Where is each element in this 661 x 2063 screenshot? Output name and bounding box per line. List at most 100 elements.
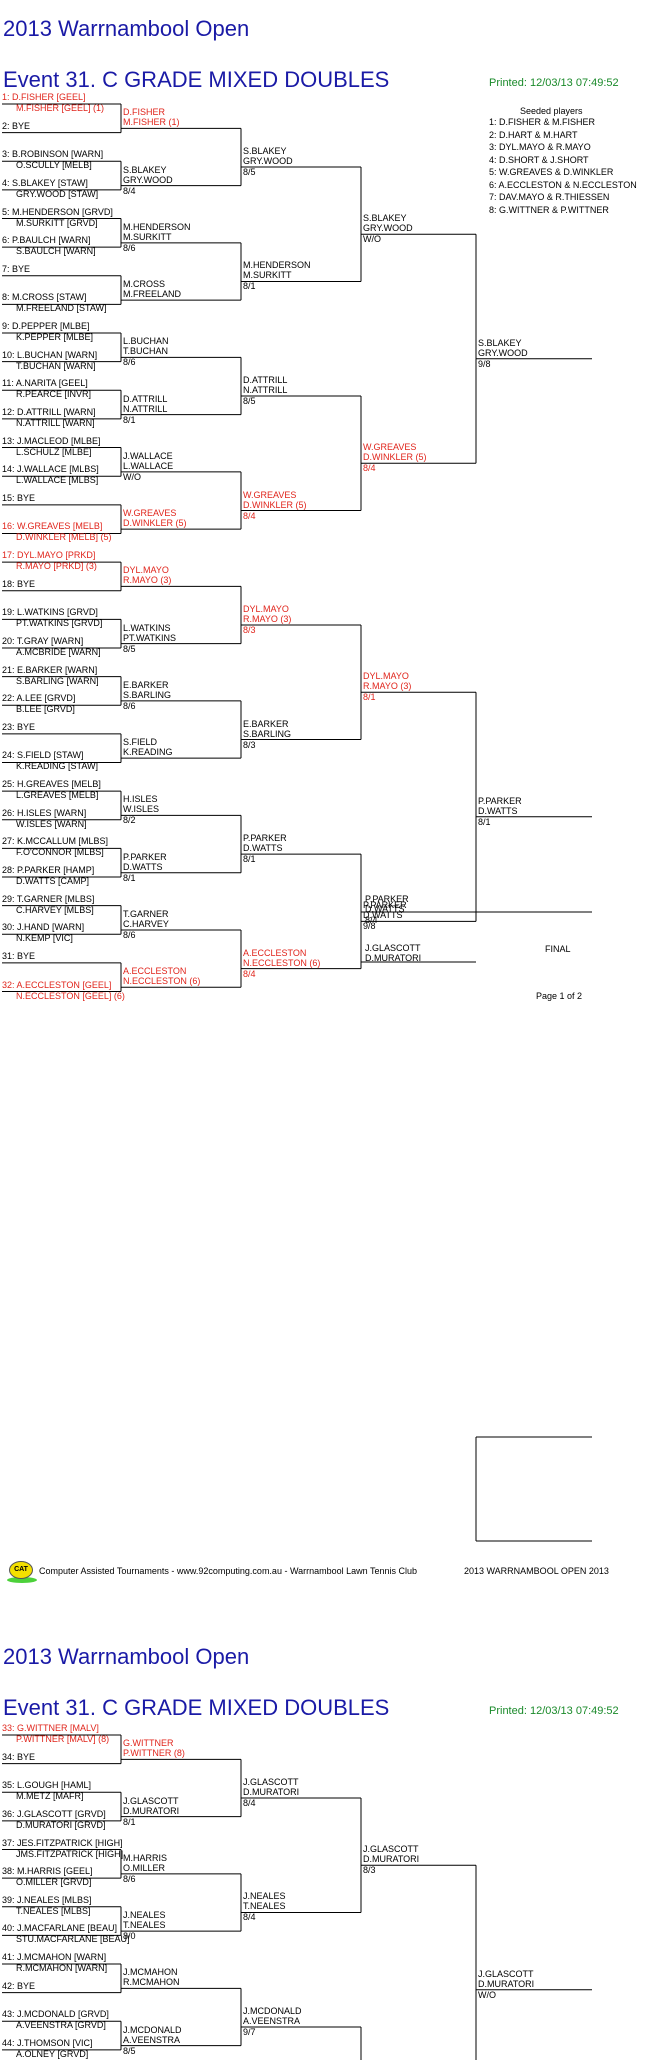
winner-player-b: S.BARLING [243, 728, 292, 739]
winner-player-a: E.BARKER [243, 718, 289, 729]
winner-player-b: M.SURKITT [243, 270, 292, 281]
winner-player-b: D.MURATORI [478, 1978, 535, 1989]
winner-player-a: J.GLASCOTT [243, 1776, 299, 1787]
entry-player-a: 36: J.GLASCOTT [GRVD] [2, 1808, 106, 1819]
entry-player-a: 39: J.NEALES [MLBS] [2, 1894, 92, 1905]
entry-player-b: JMS.FITZPATRICK [HIGH] [16, 1848, 124, 1859]
seeded-player: 7: DAV.MAYO & R.THIESSEN [489, 192, 610, 202]
seeded-player: 4: D.SHORT & J.SHORT [489, 154, 589, 165]
winner-player-a: A.ECCLESTON [123, 966, 187, 977]
match-score: 8/6 [123, 357, 136, 368]
winner-player-b: R.MCMAHON [123, 1977, 180, 1988]
event-title-page2: Event 31. C GRADE MIXED DOUBLES [3, 1695, 390, 1720]
entry-player-a: 22: A.LEE [GRVD] [2, 693, 76, 704]
winner-player-b: T.BUCHAN [123, 346, 169, 357]
winner-player-b: M.SURKITT [123, 231, 172, 242]
entry-player-b: N.ECCLESTON [GEEL] (6) [16, 990, 125, 1001]
entry-player-a: 20: T.GRAY [WARN] [2, 635, 84, 646]
tournament-title: 2013 Warrnambool Open [3, 16, 250, 41]
entry-player-b: L.WALLACE [MLBS] [16, 475, 99, 486]
footer-credit: Computer Assisted Tournaments - www.92co… [39, 1566, 418, 1576]
winner-player-b: O.MILLER [123, 1862, 166, 1873]
entry-player-a: 16: W.GREAVES [MELB] [2, 521, 103, 532]
winner-player-a: J.GLASCOTT [478, 1968, 534, 1979]
winner-player-b: M.FREELAND [123, 289, 182, 300]
entry-player-b: C.HARVEY [MLBS] [16, 904, 94, 915]
seeded-player: 6: A.ECCLESTON & N.ECCLESTON [489, 179, 637, 190]
entry-player-b: N.KEMP [VIC] [16, 933, 73, 944]
seeded-player: 5: W.GREAVES & D.WINKLER [489, 167, 614, 177]
entry-player-b: A.VEENSTRA [GRVD] [16, 2020, 106, 2031]
match-score: 8/4 [243, 1797, 256, 1808]
entry-player-a: 26: H.ISLES [WARN] [2, 807, 87, 818]
winner-player-a: S.BLAKEY [363, 213, 407, 224]
footer-event: 2013 WARRNAMBOOL OPEN 2013 [464, 1566, 609, 1576]
winner-player-b: D.MURATORI [363, 1854, 420, 1865]
tournament-title-page2: 2013 Warrnambool Open [3, 1644, 250, 1669]
entry-player-a: 1: D.FISHER [GEEL] [2, 92, 86, 102]
entry-player-a: 14: J.WALLACE [MLBS] [2, 464, 99, 475]
entry-player-b: B.LEE [GRVD] [16, 704, 75, 715]
winner-player-a: J.NEALES [243, 1891, 286, 1902]
entry-player-a: 40: J.MACFARLANE [BEAU] [2, 1923, 118, 1934]
entry-player-a: 35: L.GOUGH [HAML] [2, 1780, 92, 1791]
winner-player-a: J.MCDONALD [123, 2024, 182, 2035]
match-score: 8/1 [243, 854, 256, 865]
entry-player-a: 5: M.HENDERSON [GRVD] [2, 206, 113, 217]
winner-player-a: J.MCMAHON [123, 1967, 178, 1978]
winner-player-a: S.BLAKEY [243, 145, 287, 156]
winner-player-a: W.GREAVES [123, 508, 177, 519]
match-score: 8/1 [123, 872, 136, 883]
winner-player-b: C.HARVEY [123, 918, 169, 929]
printed-timestamp-page2: Printed: 12/03/13 07:49:52 [489, 1705, 619, 1717]
winner-player-b: M.FISHER (1) [123, 117, 180, 128]
winner-player-a: J.MCDONALD [243, 2005, 302, 2016]
entry-player-b: GRY.WOOD [STAW] [16, 188, 99, 199]
entry-player-a: 42: BYE [2, 1980, 36, 1991]
match-score: W/O [363, 234, 381, 245]
match-score: 8/3 [363, 1865, 376, 1876]
winner-player-b: D.MURATORI [243, 1786, 300, 1797]
entry-player-a: 41: J.MCMAHON [WARN] [2, 1952, 107, 1963]
match-score: 8/2 [123, 815, 136, 826]
match-score: 8/6 [123, 929, 136, 940]
winner-player-b: GRY.WOOD [478, 347, 528, 358]
winner-player-a: S.BLAKEY [478, 337, 522, 348]
entry-player-b: R.PEARCE [INVR] [16, 389, 92, 400]
winner-player-b: R.MAYO (3) [363, 681, 412, 692]
winner-player-b: P.WITTNER (8) [123, 1748, 185, 1759]
match-score: 8/4 [243, 1912, 256, 1923]
match-score: 8/3 [243, 739, 256, 750]
entry-player-a: 24: S.FIELD [STAW] [2, 750, 84, 761]
winner-player-a: J.NEALES [123, 1910, 166, 1921]
winner-player-a: L.BUCHAN [123, 336, 169, 347]
winner-player-a: S.FIELD [123, 737, 158, 748]
match-score: W/O [478, 1989, 496, 2000]
winner-player-b: N.ATTRILL [243, 384, 288, 395]
match-score: 8/4 [363, 463, 376, 474]
entry-player-b: PT.WATKINS [GRVD] [16, 618, 103, 629]
winner-player-b: GRY.WOOD [363, 223, 413, 234]
entry-player-a: 12: D.ATTRILL [WARN] [2, 406, 96, 417]
entry-player-a: 28: P.PARKER [HAMP] [2, 865, 95, 875]
match-score: 8/5 [243, 166, 256, 177]
match-score: 8/4 [243, 968, 256, 979]
entry-player-b: M.METZ [MAFR] [16, 1791, 84, 1802]
entry-player-b: M.FISHER [GEEL] (1) [16, 103, 105, 113]
match-score: 8/1 [363, 692, 376, 703]
winner-player-a: D.FISHER [123, 107, 166, 118]
winner-player-b: K.READING [123, 747, 173, 758]
entry-player-a: 44: J.THOMSON [VIC] [2, 2037, 93, 2048]
winner-player-b: D.WATTS [363, 910, 403, 921]
winner-player-a: D.ATTRILL [243, 374, 288, 385]
winner-player-a: M.CROSS [123, 279, 166, 290]
logo-shadow [7, 1577, 37, 1583]
match-score: 8/1 [123, 414, 136, 425]
entry-player-b: O.SCULLY [MELB] [16, 160, 92, 171]
winner-player-a: T.GARNER [123, 908, 169, 919]
entry-player-a: 43: J.MCDONALD [GRVD] [2, 2009, 109, 2020]
final-top-player-a: P.PARKER [365, 894, 409, 904]
entry-player-a: 15: BYE [2, 492, 36, 503]
winner-player-a: W.GREAVES [243, 489, 297, 500]
